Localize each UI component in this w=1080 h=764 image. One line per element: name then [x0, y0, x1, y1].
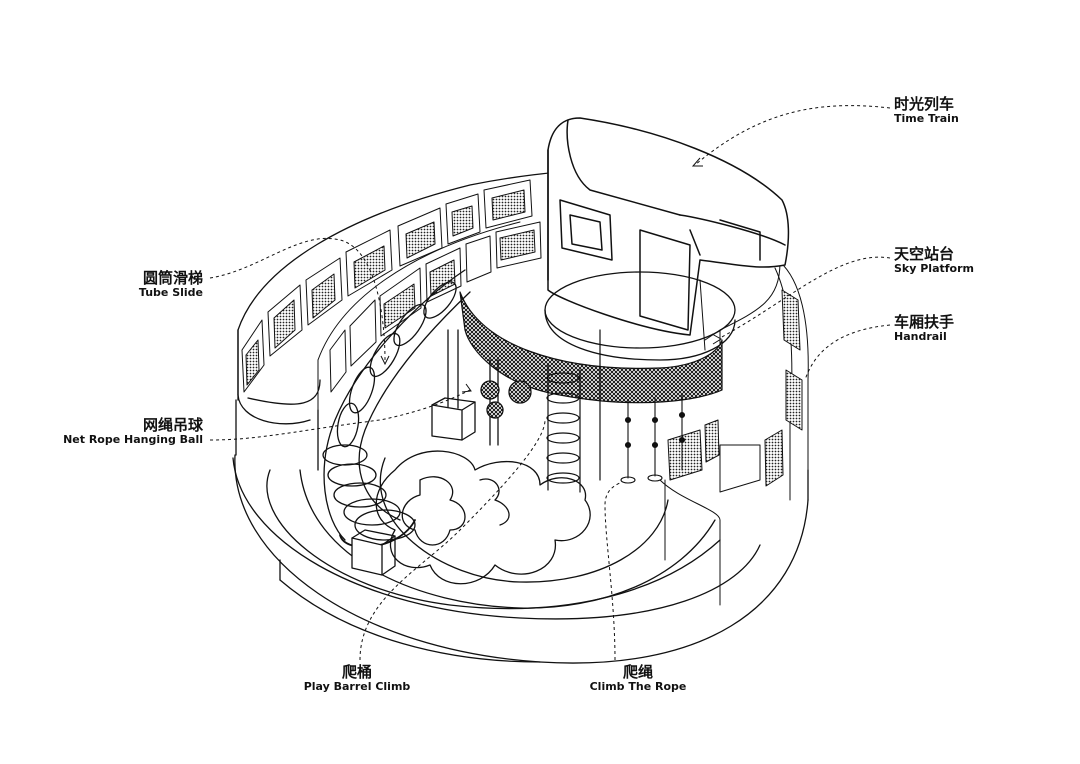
base-outer-ring [232, 454, 809, 664]
label-handrail: 车厢扶手 Handrail [894, 313, 955, 344]
label-sky-platform: 天空站台 Sky Platform [894, 245, 974, 276]
label-sky-platform-en: Sky Platform [894, 262, 974, 276]
label-time-train: 时光列车 Time Train [894, 95, 959, 126]
right-railing-wall [659, 261, 809, 606]
climbing-ladder [546, 329, 601, 493]
leader-time-train [694, 105, 891, 166]
label-climb-rope: 爬绳 Climb The Rope [578, 663, 698, 694]
label-net-rope-ball-zh: 网绳吊球 [142, 416, 203, 434]
climb-ropes [620, 394, 686, 484]
mesh-handrail [459, 291, 723, 404]
label-sky-platform-zh: 天空站台 [894, 245, 955, 263]
leader-climb-rope [604, 481, 623, 661]
leader-sky-platform [719, 256, 891, 339]
leader-barrel-climb [359, 419, 546, 661]
label-net-rope-ball: 网绳吊球 Net Rope Hanging Ball [63, 416, 203, 447]
label-handrail-zh: 车厢扶手 [894, 313, 955, 331]
floor-deck [299, 450, 716, 609]
label-net-rope-ball-en: Net Rope Hanging Ball [63, 433, 203, 447]
label-climb-rope-en: Climb The Rope [589, 680, 687, 694]
label-time-train-en: Time Train [894, 112, 959, 126]
sky-platform-disk [544, 271, 736, 361]
outer-wall-panels [241, 179, 533, 393]
leader-arrowheads [380, 157, 722, 393]
label-tube-slide-en: Tube Slide [138, 286, 203, 300]
label-tube-slide: 圆筒滑梯 Tube Slide [138, 269, 203, 300]
label-handrail-en: Handrail [894, 330, 947, 344]
support-poles [431, 329, 499, 446]
label-barrel-climb-en: Play Barrel Climb [303, 680, 411, 694]
leader-net-rope [209, 389, 471, 441]
tube-slide [322, 269, 471, 576]
outer-railing-wall [235, 171, 561, 471]
label-barrel-climb: 爬桶 Play Barrel Climb [292, 663, 422, 694]
leader-handrail [804, 324, 891, 381]
inner-railing-wall [317, 221, 542, 421]
label-tube-slide-zh: 圆筒滑梯 [142, 269, 203, 287]
label-climb-rope-zh: 爬绳 [622, 663, 653, 681]
label-barrel-climb-zh: 爬桶 [341, 663, 372, 681]
leader-tube-slide [209, 238, 386, 361]
time-train-cabin [547, 117, 790, 336]
net-rope-balls [480, 380, 532, 419]
label-time-train-zh: 时光列车 [894, 95, 955, 113]
leader-lines [209, 105, 891, 661]
